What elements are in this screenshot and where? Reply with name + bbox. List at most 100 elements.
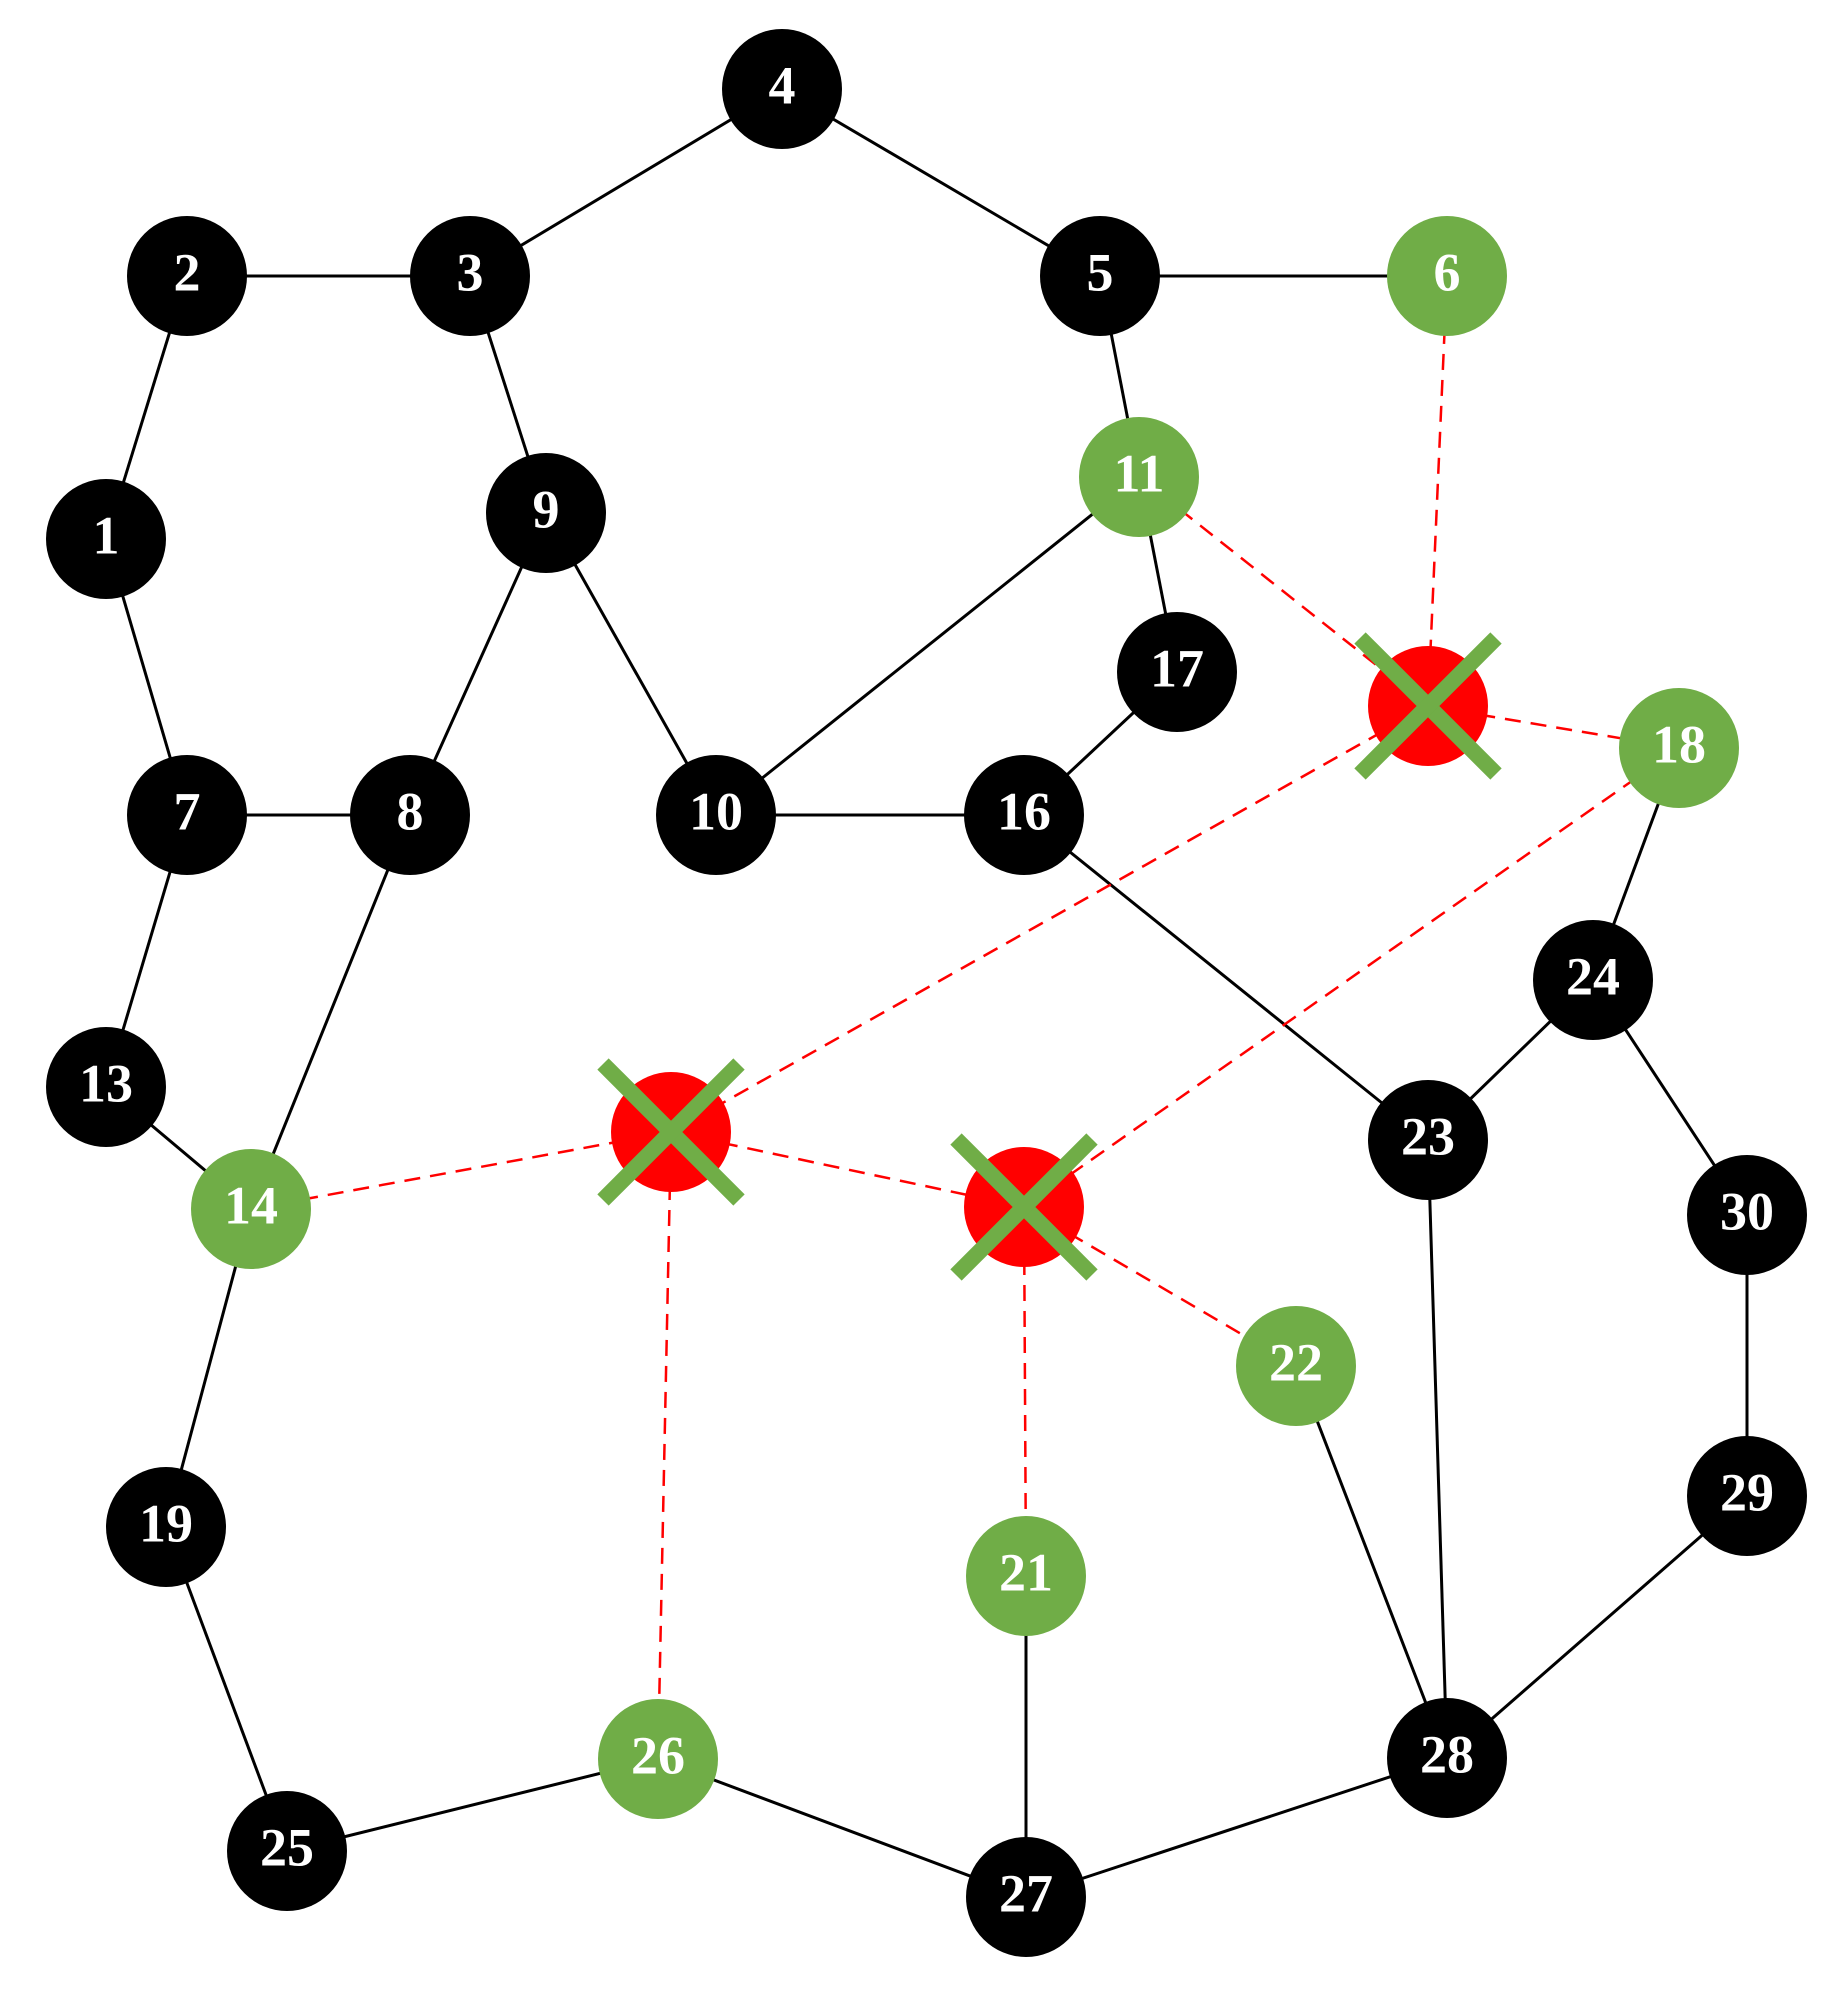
node-30: 30 bbox=[1687, 1155, 1807, 1275]
node-6: 6 bbox=[1387, 216, 1507, 336]
node-18: 18 bbox=[1619, 688, 1739, 808]
node-label: 6 bbox=[1434, 242, 1461, 302]
node-label: 19 bbox=[139, 1493, 193, 1553]
edge-23-28 bbox=[1426, 1139, 1449, 1759]
node-label: 5 bbox=[1087, 242, 1114, 302]
node-26: 26 bbox=[598, 1699, 718, 1819]
node-circle bbox=[1619, 688, 1739, 808]
node-circle bbox=[486, 453, 606, 573]
broken-edge-18-15 bbox=[1023, 746, 1680, 1209]
node-circle bbox=[964, 755, 1084, 875]
node-circle bbox=[1387, 216, 1507, 336]
node-1: 1 bbox=[46, 479, 166, 599]
node-16: 16 bbox=[964, 755, 1084, 875]
node-label: 4 bbox=[769, 55, 796, 115]
broken-edge-14-20 bbox=[250, 1130, 672, 1211]
node-label: 22 bbox=[1269, 1332, 1323, 1392]
node-label: 28 bbox=[1420, 1724, 1474, 1784]
node-10: 10 bbox=[656, 755, 776, 875]
cross-mark-icon bbox=[1354, 632, 1502, 780]
node-7: 7 bbox=[127, 755, 247, 875]
node-circle bbox=[966, 1837, 1086, 1957]
node-circle bbox=[1117, 612, 1237, 732]
node-22: 22 bbox=[1236, 1306, 1356, 1426]
edges-layer bbox=[104, 87, 1749, 1899]
node-4: 4 bbox=[722, 29, 842, 149]
edge-4-5 bbox=[781, 87, 1101, 278]
node-label: 27 bbox=[999, 1863, 1053, 1923]
node-circle bbox=[1533, 920, 1653, 1040]
node-19: 19 bbox=[106, 1467, 226, 1587]
edge-25-26 bbox=[286, 1757, 659, 1853]
broken-edge-15-21 bbox=[1022, 1206, 1028, 1577]
node-circle bbox=[127, 216, 247, 336]
node-23: 23 bbox=[1368, 1080, 1488, 1200]
node-circle bbox=[1687, 1436, 1807, 1556]
node-15 bbox=[950, 1133, 1098, 1281]
node-label: 3 bbox=[457, 242, 484, 302]
node-circle bbox=[227, 1791, 347, 1911]
node-circle bbox=[1368, 1080, 1488, 1200]
node-28: 28 bbox=[1387, 1698, 1507, 1818]
node-25: 25 bbox=[227, 1791, 347, 1911]
node-14: 14 bbox=[191, 1149, 311, 1269]
node-circle bbox=[410, 216, 530, 336]
node-label: 29 bbox=[1720, 1462, 1774, 1522]
node-17: 17 bbox=[1117, 612, 1237, 732]
node-label: 16 bbox=[997, 781, 1051, 841]
node-label: 17 bbox=[1150, 638, 1204, 698]
cross-stroke bbox=[597, 1058, 745, 1206]
node-circle bbox=[722, 29, 842, 149]
node-label: 9 bbox=[533, 479, 560, 539]
node-label: 2 bbox=[174, 242, 201, 302]
node-circle bbox=[1687, 1155, 1807, 1275]
node-2: 2 bbox=[127, 216, 247, 336]
node-label: 25 bbox=[260, 1817, 314, 1877]
node-circle bbox=[598, 1699, 718, 1819]
cross-stroke bbox=[950, 1133, 1098, 1281]
node-circle bbox=[46, 1027, 166, 1147]
node-label: 24 bbox=[1566, 946, 1620, 1006]
node-27: 27 bbox=[966, 1837, 1086, 1957]
node-label: 11 bbox=[1113, 443, 1164, 503]
node-20 bbox=[597, 1058, 745, 1206]
node-label: 26 bbox=[631, 1725, 685, 1785]
node-circle bbox=[1236, 1306, 1356, 1426]
broken-edge-20-15 bbox=[670, 1130, 1025, 1209]
node-label: 23 bbox=[1401, 1106, 1455, 1166]
edge-11-10 bbox=[715, 475, 1140, 817]
cross-stroke bbox=[1354, 632, 1502, 780]
node-circle bbox=[656, 755, 776, 875]
node-3: 3 bbox=[410, 216, 530, 336]
node-label: 14 bbox=[224, 1175, 278, 1235]
cross-mark-icon bbox=[950, 1133, 1098, 1281]
edge-3-4 bbox=[469, 87, 783, 278]
broken-edge-20-26 bbox=[656, 1131, 673, 1760]
node-5: 5 bbox=[1040, 216, 1160, 336]
node-circle bbox=[966, 1516, 1086, 1636]
node-9: 9 bbox=[486, 453, 606, 573]
edge-29-28 bbox=[1446, 1494, 1748, 1760]
node-8: 8 bbox=[350, 755, 470, 875]
edge-22-28 bbox=[1294, 1365, 1449, 1759]
node-circle bbox=[106, 1467, 226, 1587]
node-label: 8 bbox=[397, 781, 424, 841]
node-13: 13 bbox=[46, 1027, 166, 1147]
node-24: 24 bbox=[1533, 920, 1653, 1040]
node-29: 29 bbox=[1687, 1436, 1807, 1556]
node-circle bbox=[46, 479, 166, 599]
edge-8-14 bbox=[249, 814, 412, 1210]
node-circle bbox=[350, 755, 470, 875]
node-label: 21 bbox=[999, 1542, 1053, 1602]
broken-edge-6-12 bbox=[1426, 275, 1449, 707]
node-label: 13 bbox=[79, 1053, 133, 1113]
node-label: 10 bbox=[689, 781, 743, 841]
node-21: 21 bbox=[966, 1516, 1086, 1636]
edge-26-27 bbox=[657, 1757, 1027, 1899]
node-circle bbox=[1040, 216, 1160, 336]
cross-mark-icon bbox=[597, 1058, 745, 1206]
edge-27-28 bbox=[1025, 1756, 1448, 1899]
node-label: 1 bbox=[93, 505, 120, 565]
edge-16-23 bbox=[1023, 813, 1429, 1142]
